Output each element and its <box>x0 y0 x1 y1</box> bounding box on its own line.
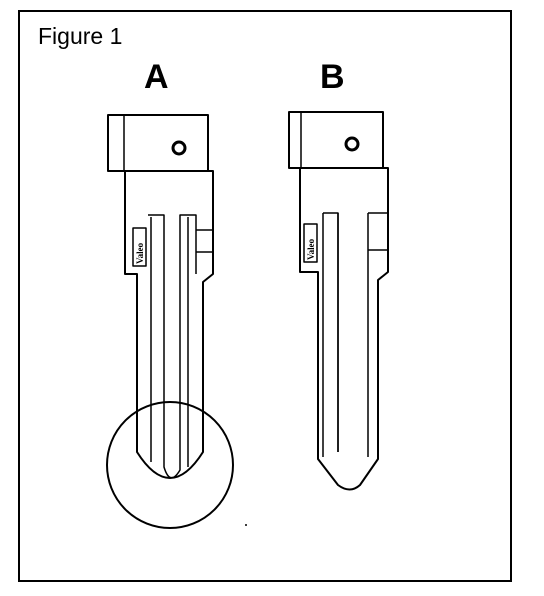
key-label-b: B <box>320 58 345 96</box>
key-b-hole <box>344 136 360 152</box>
key-a-brand-stamp <box>132 227 147 267</box>
speck <box>245 524 247 526</box>
key-a <box>106 114 234 529</box>
key-b-brand-stamp <box>303 223 318 263</box>
key-b-brand: Valeo <box>306 238 316 260</box>
key-b <box>288 111 389 491</box>
key-a-brand: Valeo <box>135 242 145 264</box>
key-a-tip-highlight-circle <box>106 401 234 529</box>
key-b-head <box>288 111 384 169</box>
key-b-blade <box>299 167 389 491</box>
figure-frame: Figure 1 A B Valeo <box>18 10 512 582</box>
key-label-a: A <box>144 58 169 96</box>
keys-diagram: Valeo Valeo <box>106 111 389 529</box>
key-a-head <box>107 114 209 172</box>
key-a-blade <box>124 170 214 479</box>
figure-title: Figure 1 <box>38 23 123 49</box>
key-a-hole <box>171 140 187 156</box>
